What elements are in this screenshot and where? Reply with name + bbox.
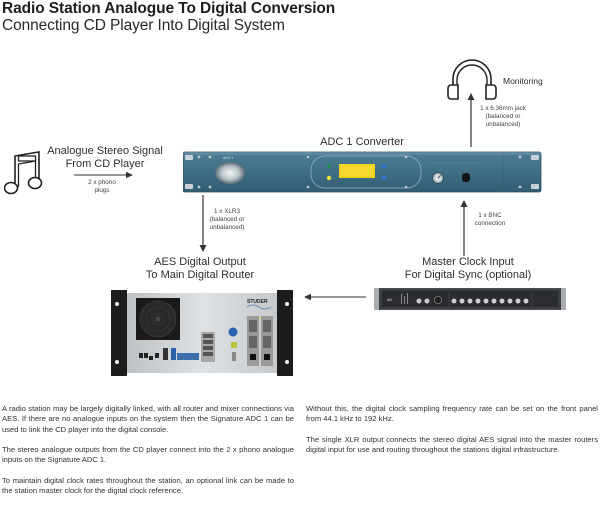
label-line: For Digital Sync (optional) (404, 269, 532, 281)
monitoring-arrow (466, 93, 476, 147)
note-line: unbalanced) (209, 224, 245, 231)
label-line: From CD Player (65, 158, 145, 170)
clock-label: Master Clock Input For Digital Sync (opt… (396, 256, 540, 282)
page-title: Radio Station Analogue To Digital Conver… (2, 0, 336, 17)
clock-to-router-arrow (304, 293, 366, 301)
adc1-converter-device: ADC 1 (183, 151, 543, 193)
page-subtitle: Connecting CD Player Into Digital System (2, 17, 285, 34)
source-connection-note: 2 x phono plugs (78, 179, 126, 195)
paragraph: The stereo analogue outputs from the CD … (2, 445, 294, 465)
master-clock-device: dB (374, 288, 566, 310)
clock-arrow (459, 200, 469, 256)
label-line: AES Digital Output (154, 256, 246, 268)
studer-router-device: STUDER (111, 290, 293, 376)
svg-text:dB: dB (387, 297, 392, 302)
note-line: 2 x phono (88, 179, 116, 186)
note-line: 1 x BNC (478, 212, 502, 219)
paragraph: A radio station may be largely digitally… (2, 404, 294, 434)
description-right: Without this, the digital clock sampling… (306, 404, 598, 466)
label-line: Analogue Stereo Signal (47, 145, 163, 157)
source-arrow (74, 171, 134, 179)
monitoring-label: Monitoring (503, 76, 543, 86)
description-left: A radio station may be largely digitally… (2, 404, 294, 507)
paragraph: The single XLR output connects the stere… (306, 434, 598, 455)
label-line: Master Clock Input (422, 256, 514, 268)
clock-connection-note: 1 x BNC connection (470, 212, 510, 228)
paragraph: To maintain digital clock rates througho… (2, 476, 294, 496)
converter-label: ADC 1 Converter (320, 136, 404, 148)
headphones-icon (447, 59, 497, 101)
output-label: AES Digital Output To Main Digital Route… (128, 256, 272, 282)
paragraph: Without this, the digital clock sampling… (306, 404, 598, 424)
output-connection-note: 1 x XLR3 (balanced or unbalanced) (207, 208, 247, 232)
svg-text:ADC 1: ADC 1 (223, 156, 233, 160)
source-label: Analogue Stereo Signal From CD Player (46, 145, 164, 171)
note-line: unbalanced) (485, 121, 521, 128)
output-arrow (198, 195, 208, 253)
music-note-icon (4, 150, 44, 196)
note-line: 1 x 6.36mm jack (480, 105, 526, 112)
note-line: 1 x XLR3 (214, 208, 240, 215)
note-line: connection (474, 220, 506, 227)
label-line: To Main Digital Router (145, 269, 255, 281)
monitoring-connection-note: 1 x 6.36mm jack (balanced or unbalanced) (478, 105, 528, 129)
note-line: (balanced or (485, 113, 521, 120)
note-line: (balanced or (209, 216, 245, 223)
note-line: plugs (94, 187, 110, 194)
svg-text:STUDER: STUDER (247, 299, 268, 305)
